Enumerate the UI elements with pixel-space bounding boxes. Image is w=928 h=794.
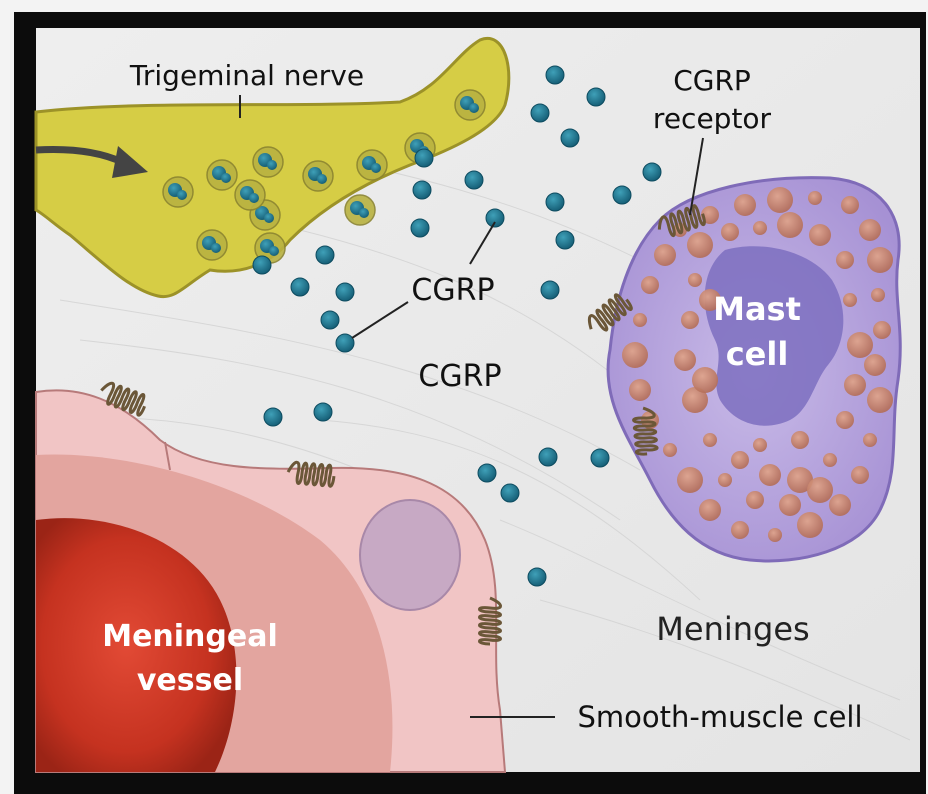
granule [753, 438, 767, 452]
cgrp-molecule [546, 66, 564, 84]
cgrp-molecule [591, 449, 609, 467]
granule [663, 443, 677, 457]
granule [871, 288, 885, 302]
granule [734, 194, 756, 216]
granule [641, 276, 659, 294]
cgrp-molecule [316, 246, 334, 264]
vesicle-cgrp [359, 208, 369, 218]
granule [777, 212, 803, 238]
vesicle-cgrp [221, 173, 231, 183]
vesicle-cgrp [267, 160, 277, 170]
granule [779, 494, 801, 516]
vesicle-cgrp [317, 174, 327, 184]
granule [807, 477, 833, 503]
granule [768, 528, 782, 542]
granule [721, 223, 739, 241]
cgrp-molecule [539, 448, 557, 466]
cgrp-molecule [411, 219, 429, 237]
granule [867, 247, 893, 273]
granule [797, 512, 823, 538]
cgrp-molecule [291, 278, 309, 296]
granule [836, 411, 854, 429]
cgrp-molecule [531, 104, 549, 122]
cgrp-molecule [613, 186, 631, 204]
label-cgrp-receptor-1: CGRP [673, 64, 751, 97]
vesicle-cgrp [269, 246, 279, 256]
granule [633, 313, 647, 327]
cgrp-molecule [413, 181, 431, 199]
granule [687, 232, 713, 258]
granule [677, 467, 703, 493]
granule [629, 379, 651, 401]
granule [809, 224, 831, 246]
label-cgrp-receptor-2: receptor [653, 102, 772, 135]
cgrp-molecule [314, 403, 332, 421]
granule [873, 321, 891, 339]
cgrp-molecule [253, 256, 271, 274]
label-smooth-muscle-cell: Smooth-muscle cell [577, 700, 862, 734]
cgrp-molecule [415, 149, 433, 167]
granule [688, 273, 702, 287]
granule [791, 431, 809, 449]
granule [808, 191, 822, 205]
cgrp-molecule [643, 163, 661, 181]
cgrp-molecule [321, 311, 339, 329]
cgrp-molecule [541, 281, 559, 299]
vesicle-cgrp [249, 193, 259, 203]
cgrp-molecule [465, 171, 483, 189]
granule [731, 521, 749, 539]
granule [746, 491, 764, 509]
smooth-muscle-nucleus [360, 500, 460, 610]
granule [867, 387, 893, 413]
label-mast-cell-1: Mast [713, 290, 801, 328]
vesicle-cgrp [469, 103, 479, 113]
label-meningeal-vessel-1: Meningeal [102, 619, 278, 654]
granule [622, 342, 648, 368]
granule [847, 332, 873, 358]
granule [843, 293, 857, 307]
cgrp-molecule [486, 209, 504, 227]
granule [753, 221, 767, 235]
cgrp-molecule [501, 484, 519, 502]
cgrp-molecule [587, 88, 605, 106]
vesicle-cgrp [264, 213, 274, 223]
granule [844, 374, 866, 396]
granule [731, 451, 749, 469]
cgrp-molecule [546, 193, 564, 211]
cgrp-molecule [478, 464, 496, 482]
granule [851, 466, 869, 484]
cgrp-molecule [556, 231, 574, 249]
label-cgrp-center: CGRP [418, 359, 501, 394]
granule [767, 187, 793, 213]
granule [674, 349, 696, 371]
label-cgrp-pointer: CGRP [411, 273, 494, 308]
cgrp-molecule [264, 408, 282, 426]
granule [841, 196, 859, 214]
label-trigeminal-nerve: Trigeminal nerve [129, 59, 364, 92]
granule [681, 311, 699, 329]
granule [864, 354, 886, 376]
vesicle-cgrp [371, 163, 381, 173]
cgrp-molecule [336, 283, 354, 301]
granule [692, 367, 718, 393]
granule [703, 433, 717, 447]
vesicle-cgrp [177, 190, 187, 200]
granule [836, 251, 854, 269]
granule [859, 219, 881, 241]
granule [829, 494, 851, 516]
cgrp-molecule [528, 568, 546, 586]
granule [699, 499, 721, 521]
vesicle-cgrp [211, 243, 221, 253]
granule [759, 464, 781, 486]
granule [823, 453, 837, 467]
granule [718, 473, 732, 487]
label-meninges: Meninges [656, 610, 809, 648]
cgrp-molecule [336, 334, 354, 352]
granule [863, 433, 877, 447]
cgrp-molecule [561, 129, 579, 147]
label-mast-cell-2: cell [726, 335, 789, 373]
granule [654, 244, 676, 266]
label-meningeal-vessel-2: vessel [137, 663, 243, 698]
